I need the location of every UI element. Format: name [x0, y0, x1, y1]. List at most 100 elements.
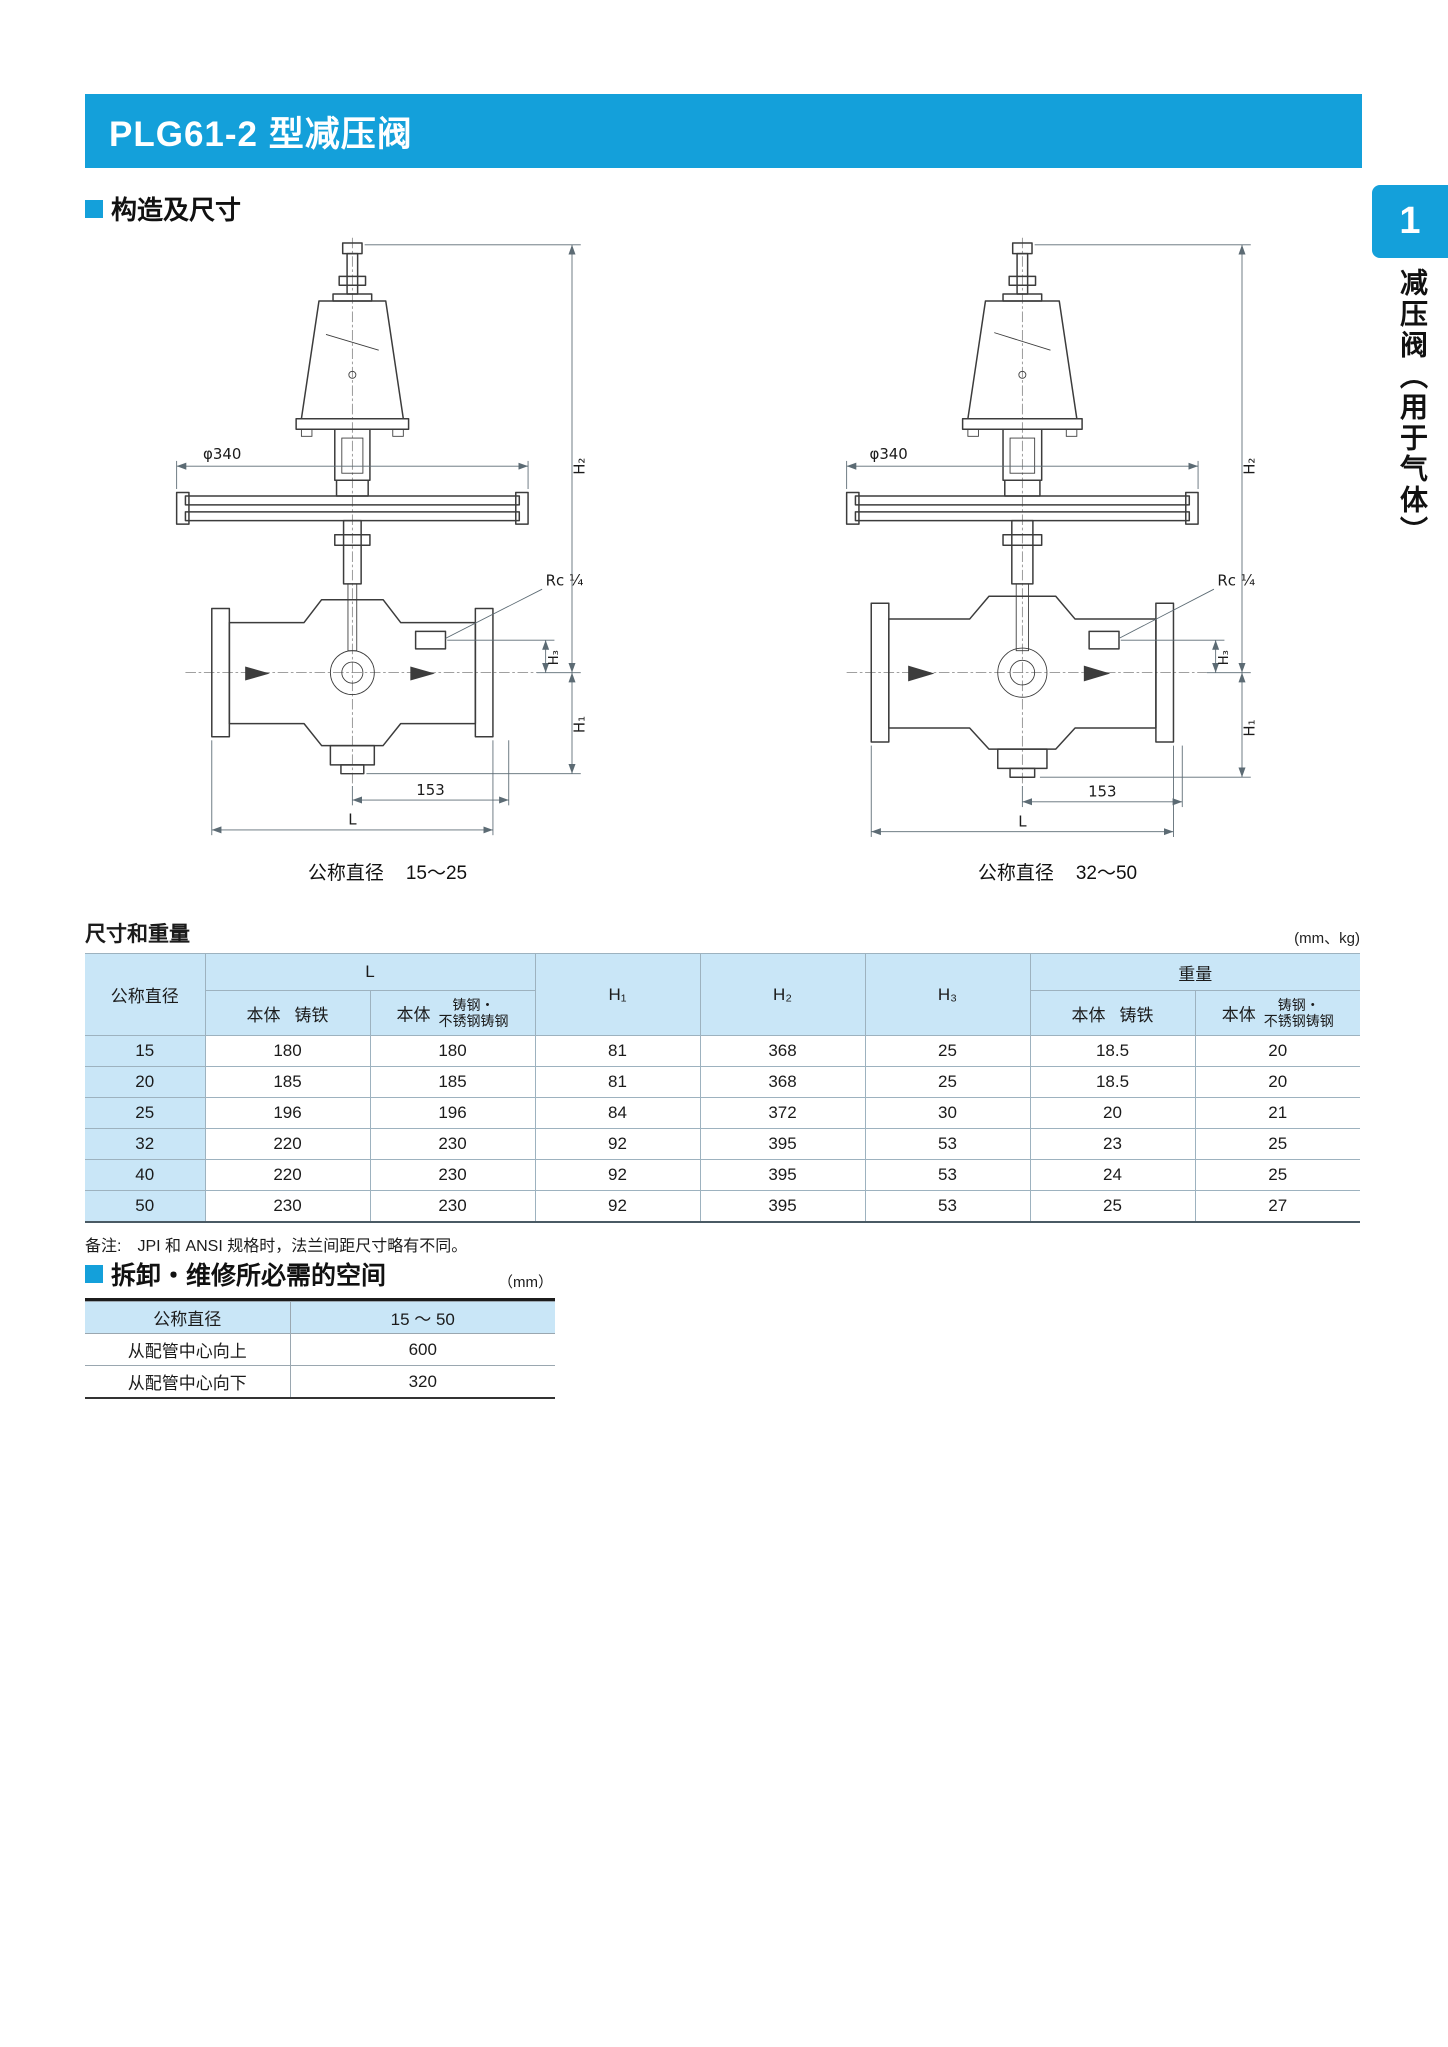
cell: 230: [369, 1128, 536, 1160]
size-weight-table: 公称直径 L H₁ H₂ H₃ 重量 本体铸铁 本体铸钢・不锈钢铸钢 本体铸铁 …: [85, 953, 1360, 1223]
table-row: 从配管中心向下 320: [85, 1365, 555, 1399]
section-heading-structure: 构造及尺寸: [85, 190, 241, 227]
cell: 180: [204, 1035, 371, 1067]
cell: 84: [534, 1097, 701, 1129]
valve-body-outline: [845, 242, 1199, 778]
dim-label-h2: H₂: [570, 458, 588, 475]
dim-label-h3: H₃: [1217, 650, 1232, 665]
cell: 368: [699, 1066, 866, 1098]
cell: 230: [204, 1190, 371, 1223]
cell-dn: 25: [85, 1097, 206, 1129]
cell-dn: 32: [85, 1128, 206, 1160]
flow-arrow-right: [410, 666, 435, 681]
dim-label-h1: H₁: [570, 716, 588, 733]
table-row: 从配管中心向上 600: [85, 1333, 555, 1366]
table-row: 25 196 196 84 372 30 20 21: [85, 1097, 1360, 1129]
header-body-label: 本体: [246, 1005, 281, 1025]
cell: 230: [369, 1190, 536, 1223]
dim-label-L: L: [348, 811, 357, 829]
valve-drawing-small: φ340 H₂ H₃ H₁ Rc ¼ 153 L: [175, 237, 588, 836]
cell: 25: [864, 1066, 1031, 1098]
header-body-label: 本体: [1071, 1005, 1106, 1025]
cell: 25: [1029, 1190, 1196, 1223]
cell: 185: [204, 1066, 371, 1098]
cell-dn: 50: [85, 1190, 206, 1223]
cell: 395: [699, 1159, 866, 1191]
flow-arrow-left: [908, 665, 935, 682]
cell: 30: [864, 1097, 1031, 1129]
header-body-label: 本体: [1221, 1005, 1256, 1025]
table-note: 备注: JPI 和 ANSI 规格时，法兰间距尺寸略有不同。: [85, 1238, 468, 1255]
header-weight-cast-steel: 本体铸钢・不锈钢铸钢: [1194, 990, 1360, 1036]
dimension-lines: [846, 244, 1251, 837]
header-cast-iron-label: 铸铁: [1119, 1005, 1154, 1025]
valve-drawing-large: φ340 H₂ H₃ H₁ Rc ¼ 153 L: [845, 237, 1258, 837]
dim-label-rc: Rc ¼: [1217, 572, 1255, 590]
cell: 20: [1029, 1097, 1196, 1129]
space-label: 从配管中心向上: [85, 1333, 291, 1366]
cast-steel-line2: 不锈钢铸钢: [438, 1013, 509, 1029]
table-row: 20 185 185 81 368 25 18.5 20: [85, 1066, 1360, 1098]
cell: 23: [1029, 1128, 1196, 1160]
cast-steel-line1: 铸钢・: [1277, 996, 1320, 1013]
caption-range: 32～50: [1075, 863, 1138, 884]
dim-label-h3: H₃: [547, 650, 562, 665]
dim-label-diameter: φ340: [869, 445, 907, 463]
chapter-tab: 1: [1372, 185, 1448, 258]
size-weight-section: 尺寸和重量 (mm、kg) 公称直径 L H₁ H₂ H₃ 重量 本体铸铁 本体…: [85, 918, 1360, 1256]
cell: 395: [699, 1128, 866, 1160]
dim-label-rc: Rc ¼: [546, 572, 584, 590]
cell-dn: 40: [85, 1159, 206, 1191]
cell-dn: 20: [85, 1066, 206, 1098]
table-row: 32 220 230 92 395 53 23 25: [85, 1128, 1360, 1160]
dim-label-diameter: φ340: [203, 445, 241, 463]
header-cast-iron-label: 铸铁: [294, 1005, 329, 1025]
chapter-number: 1: [1399, 200, 1421, 242]
header-weight-group: 重量: [1029, 953, 1360, 991]
cell: 196: [369, 1097, 536, 1129]
size-table-unit: (mm、kg): [1294, 930, 1360, 947]
flow-arrow-right: [1083, 665, 1111, 682]
space-value: 600: [289, 1333, 555, 1366]
cell: 230: [369, 1159, 536, 1191]
rc-fitting: [414, 630, 447, 650]
header-h2: H₂: [699, 953, 866, 1036]
section-square-icon: [85, 1265, 103, 1283]
size-table-title: 尺寸和重量: [85, 923, 190, 946]
caption-label: 公称直径: [307, 863, 384, 884]
cell: 53: [864, 1128, 1031, 1160]
header-L-cast-iron: 本体铸铁: [205, 990, 371, 1036]
cast-steel-line2: 不锈钢铸钢: [1263, 1013, 1334, 1029]
cell: 25: [1194, 1159, 1360, 1191]
cell: 24: [1029, 1159, 1196, 1191]
header-h3: H₃: [864, 953, 1031, 1036]
page-title: PLG61-2 型减压阀: [109, 114, 413, 154]
header-cast-steel-label: 铸钢・不锈钢铸钢: [1264, 997, 1334, 1029]
cell: 20: [1194, 1035, 1360, 1067]
cell: 18.5: [1029, 1035, 1196, 1067]
header-dn: 公称直径: [85, 953, 206, 1036]
space-table-unit: （mm）: [498, 1274, 553, 1291]
cell: 53: [864, 1159, 1031, 1191]
chapter-vertical-title: 减压阀（用于气体）: [1397, 268, 1428, 547]
table-row: 40 220 230 92 395 53 24 25: [85, 1159, 1360, 1191]
header-h1: H₁: [534, 953, 701, 1036]
section-heading-maintenance: 拆卸・维修所必需的空间: [85, 1256, 555, 1292]
cell: 25: [1194, 1128, 1360, 1160]
rc-fitting: [1088, 630, 1120, 650]
cell: 220: [204, 1159, 371, 1191]
cell: 81: [534, 1066, 701, 1098]
cell: 81: [534, 1035, 701, 1067]
space-label: 从配管中心向下: [85, 1365, 291, 1399]
header-L-group: L: [204, 953, 536, 991]
cell: 196: [204, 1097, 371, 1129]
cell-dn: 15: [85, 1035, 206, 1067]
table-row: 15 180 180 81 368 25 18.5 20: [85, 1035, 1360, 1067]
cell: 18.5: [1029, 1066, 1196, 1098]
space-value: 320: [289, 1365, 555, 1399]
space-header-range: 15 ～ 50: [289, 1301, 555, 1334]
table-row: 50 230 230 92 395 53 25 27: [85, 1190, 1360, 1223]
